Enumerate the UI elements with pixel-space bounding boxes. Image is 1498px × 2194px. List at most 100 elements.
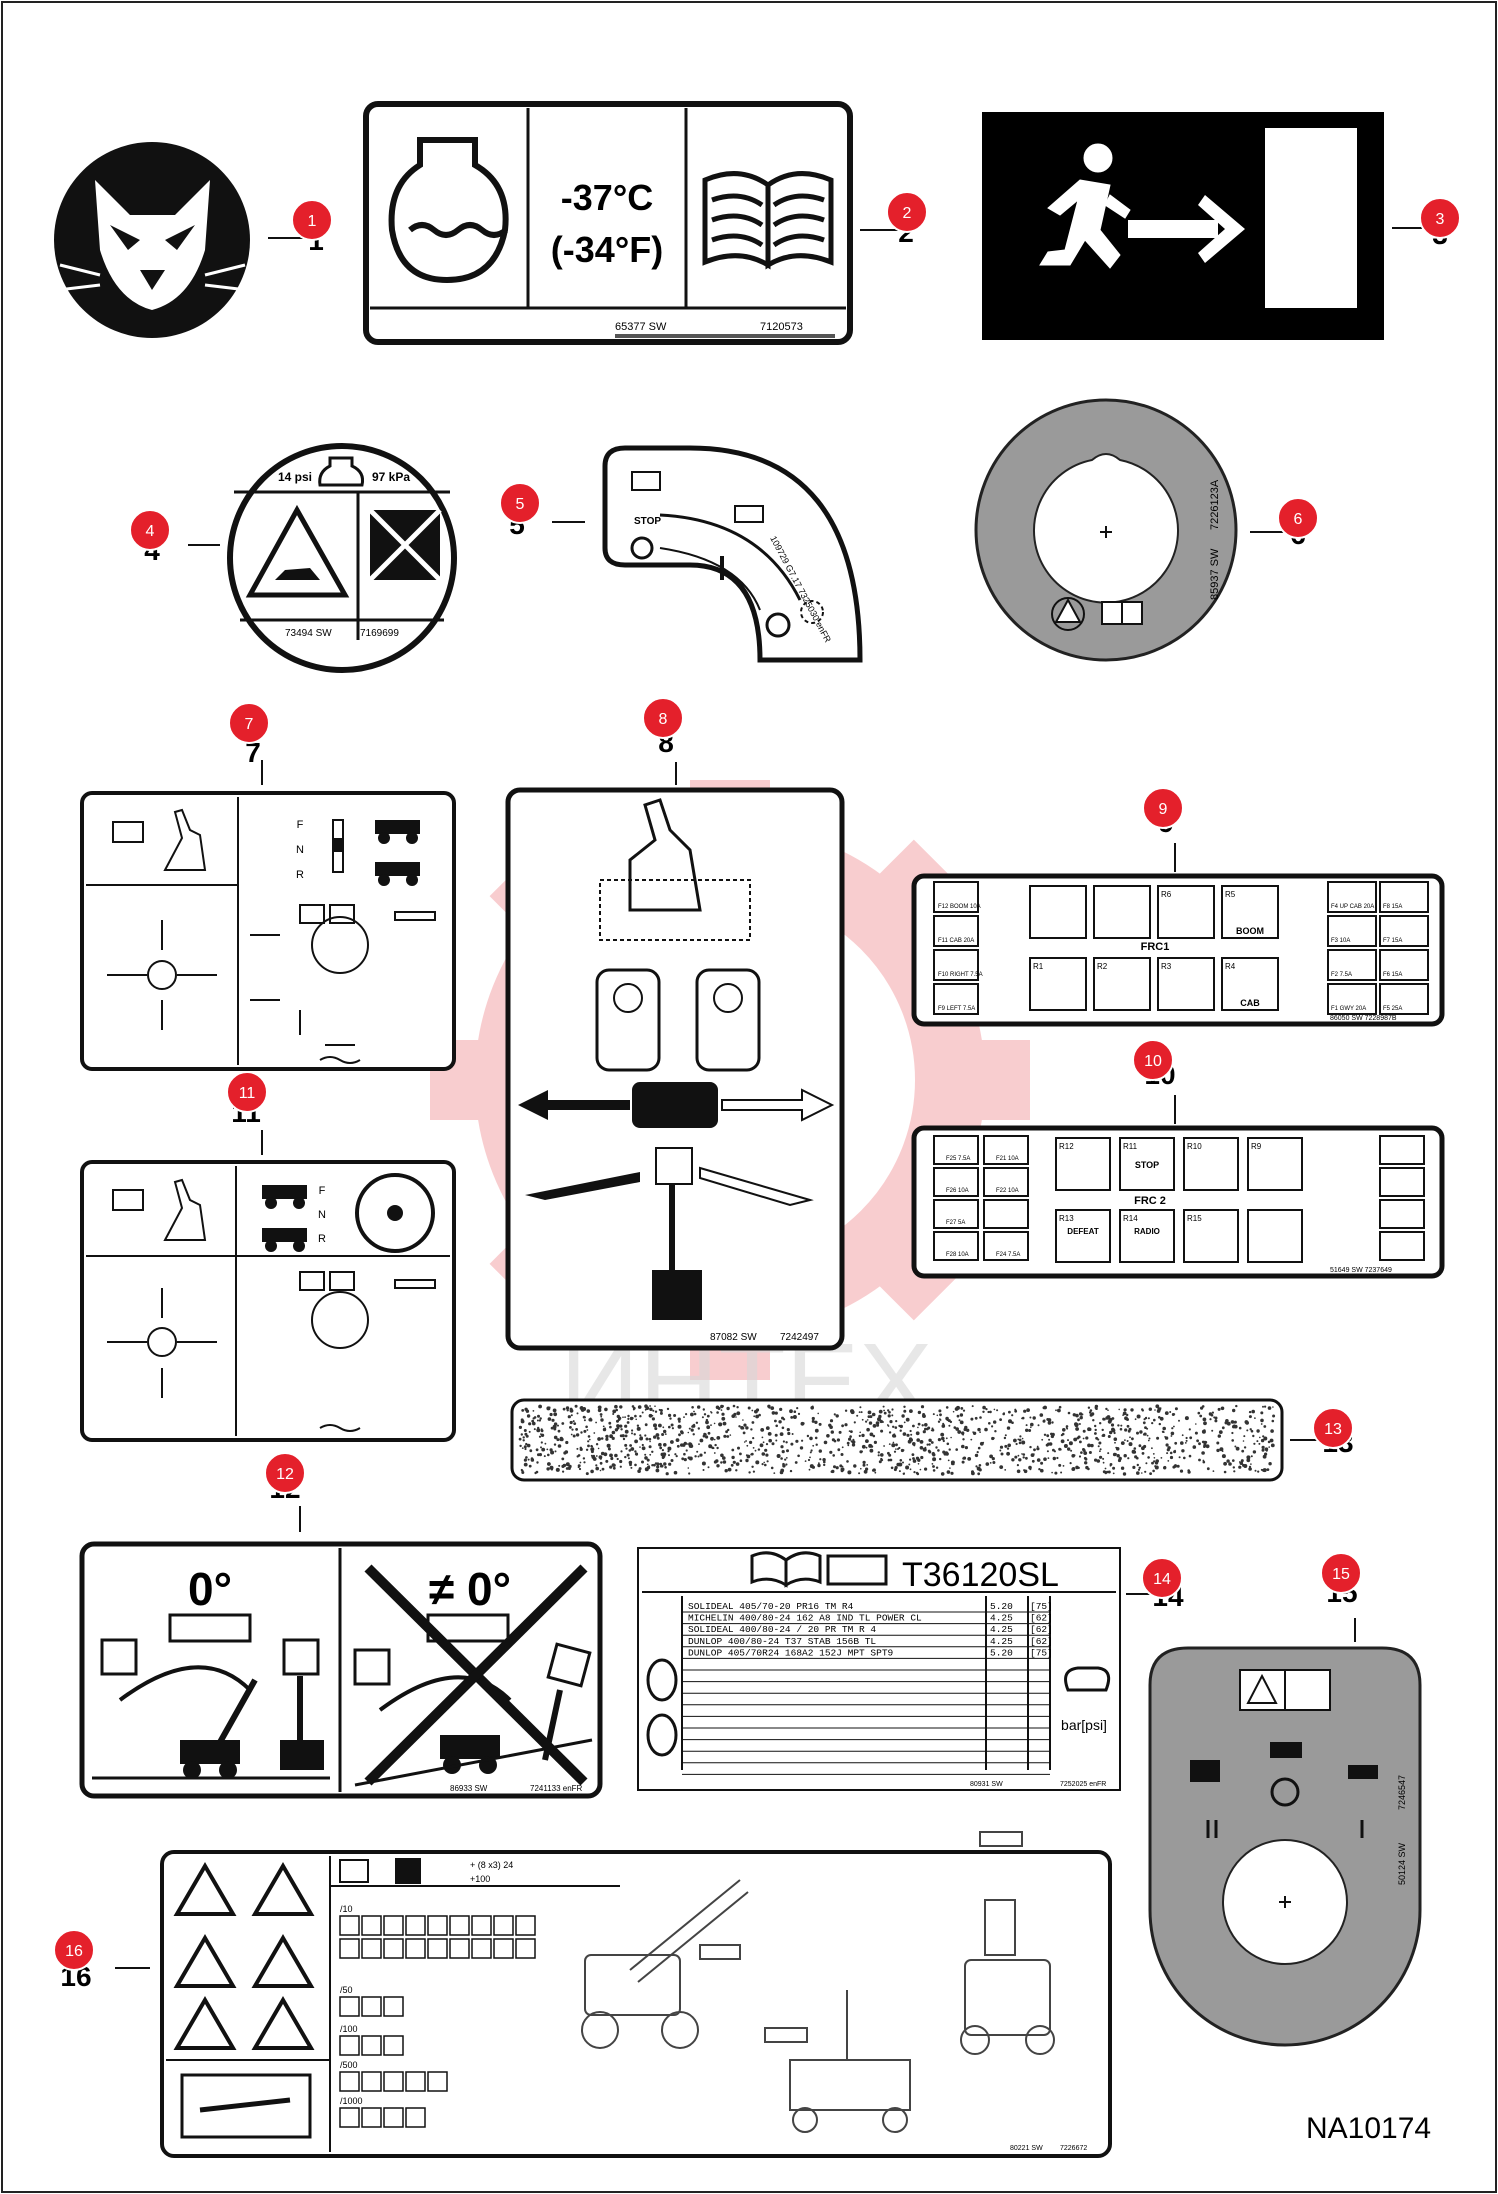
- callout-badge-label: 12: [276, 1466, 294, 1483]
- tire-pressure-psi: [75]: [1030, 1601, 1053, 1612]
- callout-badge[interactable]: 7: [228, 702, 270, 744]
- relay-cell: [1247, 1137, 1303, 1191]
- callout-badge-label: 15: [1332, 1566, 1350, 1583]
- decal-8-joystick-tall: 87082 SW 7242497: [505, 787, 845, 1351]
- service-task-icon: [449, 1915, 470, 1936]
- tire-spec: SOLIDEAL 400/80-24 / 20 PR TM R 4: [688, 1624, 876, 1635]
- fuse-cell: [933, 1199, 979, 1229]
- callout-badge-label: 1: [308, 213, 317, 230]
- decal-1-logo: [54, 142, 250, 338]
- decal-16-part-a: 80221 SW: [1010, 2145, 1043, 2152]
- fuse-label: F7 15A: [1383, 938, 1402, 944]
- tire-pressure-bar: 5.20: [990, 1601, 1013, 1612]
- relay-cell: [1055, 1209, 1111, 1263]
- service-task-icon: [515, 1938, 536, 1959]
- relay-cell: [1221, 957, 1279, 1011]
- callout-badge[interactable]: 16: [53, 1929, 95, 1971]
- callout-badge[interactable]: 11: [226, 1071, 268, 1113]
- tire-pressure-psi: [62]: [1030, 1624, 1053, 1635]
- relay-id: R3: [1161, 962, 1172, 971]
- callout-badge[interactable]: 9: [1142, 787, 1184, 829]
- callout-badge-label: 7: [245, 716, 254, 733]
- callout-badge[interactable]: 12: [264, 1452, 306, 1494]
- callout-badge[interactable]: 2: [886, 191, 928, 233]
- service-task-icon: [361, 2071, 382, 2092]
- tire-icon: [646, 1658, 678, 1702]
- tire-pressure-bar: 4.25: [990, 1636, 1013, 1647]
- relay-id: R14: [1123, 1214, 1138, 1223]
- service-interval: /10: [340, 1904, 353, 1914]
- telehandler-front-view: [960, 1831, 1055, 2055]
- callout-badge[interactable]: 1: [291, 199, 333, 241]
- callout-badge-label: 4: [146, 523, 155, 540]
- decal-2-part-b: 7120573: [760, 321, 803, 333]
- pressure-psi: 14 psi: [278, 470, 312, 484]
- callout-badge[interactable]: 3: [1419, 197, 1461, 239]
- relay-id: R15: [1187, 1214, 1202, 1223]
- stop-label: STOP: [634, 516, 661, 527]
- telehandler-icon: [262, 1185, 307, 1209]
- relay-cell: [1221, 885, 1279, 939]
- dir-r: R: [318, 1233, 326, 1245]
- fuse-cell: [1327, 949, 1377, 981]
- callout-badge[interactable]: 10: [1132, 1039, 1174, 1081]
- fuse-label: F25 7.5A: [946, 1156, 970, 1162]
- decal-2-coolant: -37°C (-34°F) 65377 SW 7120573: [363, 101, 853, 345]
- callout-badge-label: 11: [239, 1085, 256, 1102]
- relay-id: R13: [1059, 1214, 1074, 1223]
- relay-id: R11: [1123, 1142, 1138, 1151]
- fuse-label: F21 10A: [996, 1156, 1019, 1162]
- fuse-label: F5 25A: [1383, 1006, 1402, 1012]
- service-interval: /1000: [340, 2096, 363, 2106]
- service-task-icon: [427, 2071, 448, 2092]
- service-task-icon: [383, 2071, 404, 2092]
- callout-badge-label: 16: [65, 1943, 83, 1960]
- callout-badge[interactable]: 14: [1141, 1557, 1183, 1599]
- frc1-label: FRC1: [1141, 941, 1170, 953]
- telehandler-icon: [375, 862, 420, 886]
- angle-ok-label: 0°: [188, 1563, 232, 1615]
- fuse-cell: [933, 949, 979, 981]
- decal-16-maintenance: + (8 x3) 24 +100 /10/50/100/500/1000 802…: [160, 1831, 1112, 2158]
- decal-12-part-b: 7241133 enFR: [530, 1784, 583, 1793]
- warning-triangle-icon: [251, 1862, 315, 1916]
- callout-badge[interactable]: 4: [129, 509, 171, 551]
- telehandler-icon: [262, 1228, 307, 1252]
- fuse-cell: [933, 915, 979, 947]
- fuse-label: F22 10A: [996, 1188, 1019, 1194]
- service-task-icon: [339, 2107, 360, 2128]
- fuse-cell: [1327, 881, 1377, 913]
- decal-14-tire-pressure: T36120SL SOLIDEAL 405/70-20 PR16 TM R4 5.…: [637, 1547, 1121, 1791]
- callout-badge[interactable]: 8: [642, 697, 684, 739]
- service-task-icon: [339, 1996, 360, 2017]
- callout-badge[interactable]: 15: [1320, 1552, 1362, 1594]
- fuse-cell: [933, 881, 979, 913]
- relay-id: R5: [1225, 890, 1236, 899]
- decal-4-part-b: 7169699: [360, 628, 399, 639]
- fuse-label: F28 10A: [946, 1252, 969, 1258]
- service-task-icon: [383, 1938, 404, 1959]
- tire-spec: DUNLOP 400/80-24 T37 STAB 156B TL: [688, 1636, 876, 1647]
- service-task-icon: [339, 2035, 360, 2056]
- telehandler-side-view: [581, 1879, 749, 2049]
- tire-spec: SOLIDEAL 405/70-20 PR16 TM R4: [688, 1601, 854, 1612]
- fuse-label: F6 15A: [1383, 972, 1402, 978]
- service-manual-icon: [180, 2073, 312, 2139]
- model-label: T36120SL: [902, 1556, 1059, 1594]
- fuse-cell: [983, 1135, 1029, 1165]
- service-task-icon: [405, 2107, 426, 2128]
- callout-badge[interactable]: 5: [499, 482, 541, 524]
- decal-4-part-a: 73494 SW: [285, 628, 332, 639]
- fuse-label: F8 15A: [1383, 904, 1402, 910]
- maint-header-a: + (8 x3) 24: [470, 1860, 513, 1870]
- fuse-cell: [933, 983, 979, 1015]
- fuse-label: F4 UP CAB 20A: [1331, 904, 1374, 910]
- warning-triangle-icon: [173, 1934, 237, 1988]
- decal-13-nonslip-strip: [510, 1398, 1284, 1482]
- fuse-cell: [933, 1167, 979, 1197]
- fuse-cell: [983, 1231, 1029, 1261]
- relay-label: STOP: [1135, 1160, 1159, 1170]
- decal-4-pressure: 14 psi 97 kPa 73494 SW 7169699: [227, 443, 457, 673]
- callout-badge[interactable]: 6: [1277, 497, 1319, 539]
- callout-badge[interactable]: 13: [1312, 1407, 1354, 1449]
